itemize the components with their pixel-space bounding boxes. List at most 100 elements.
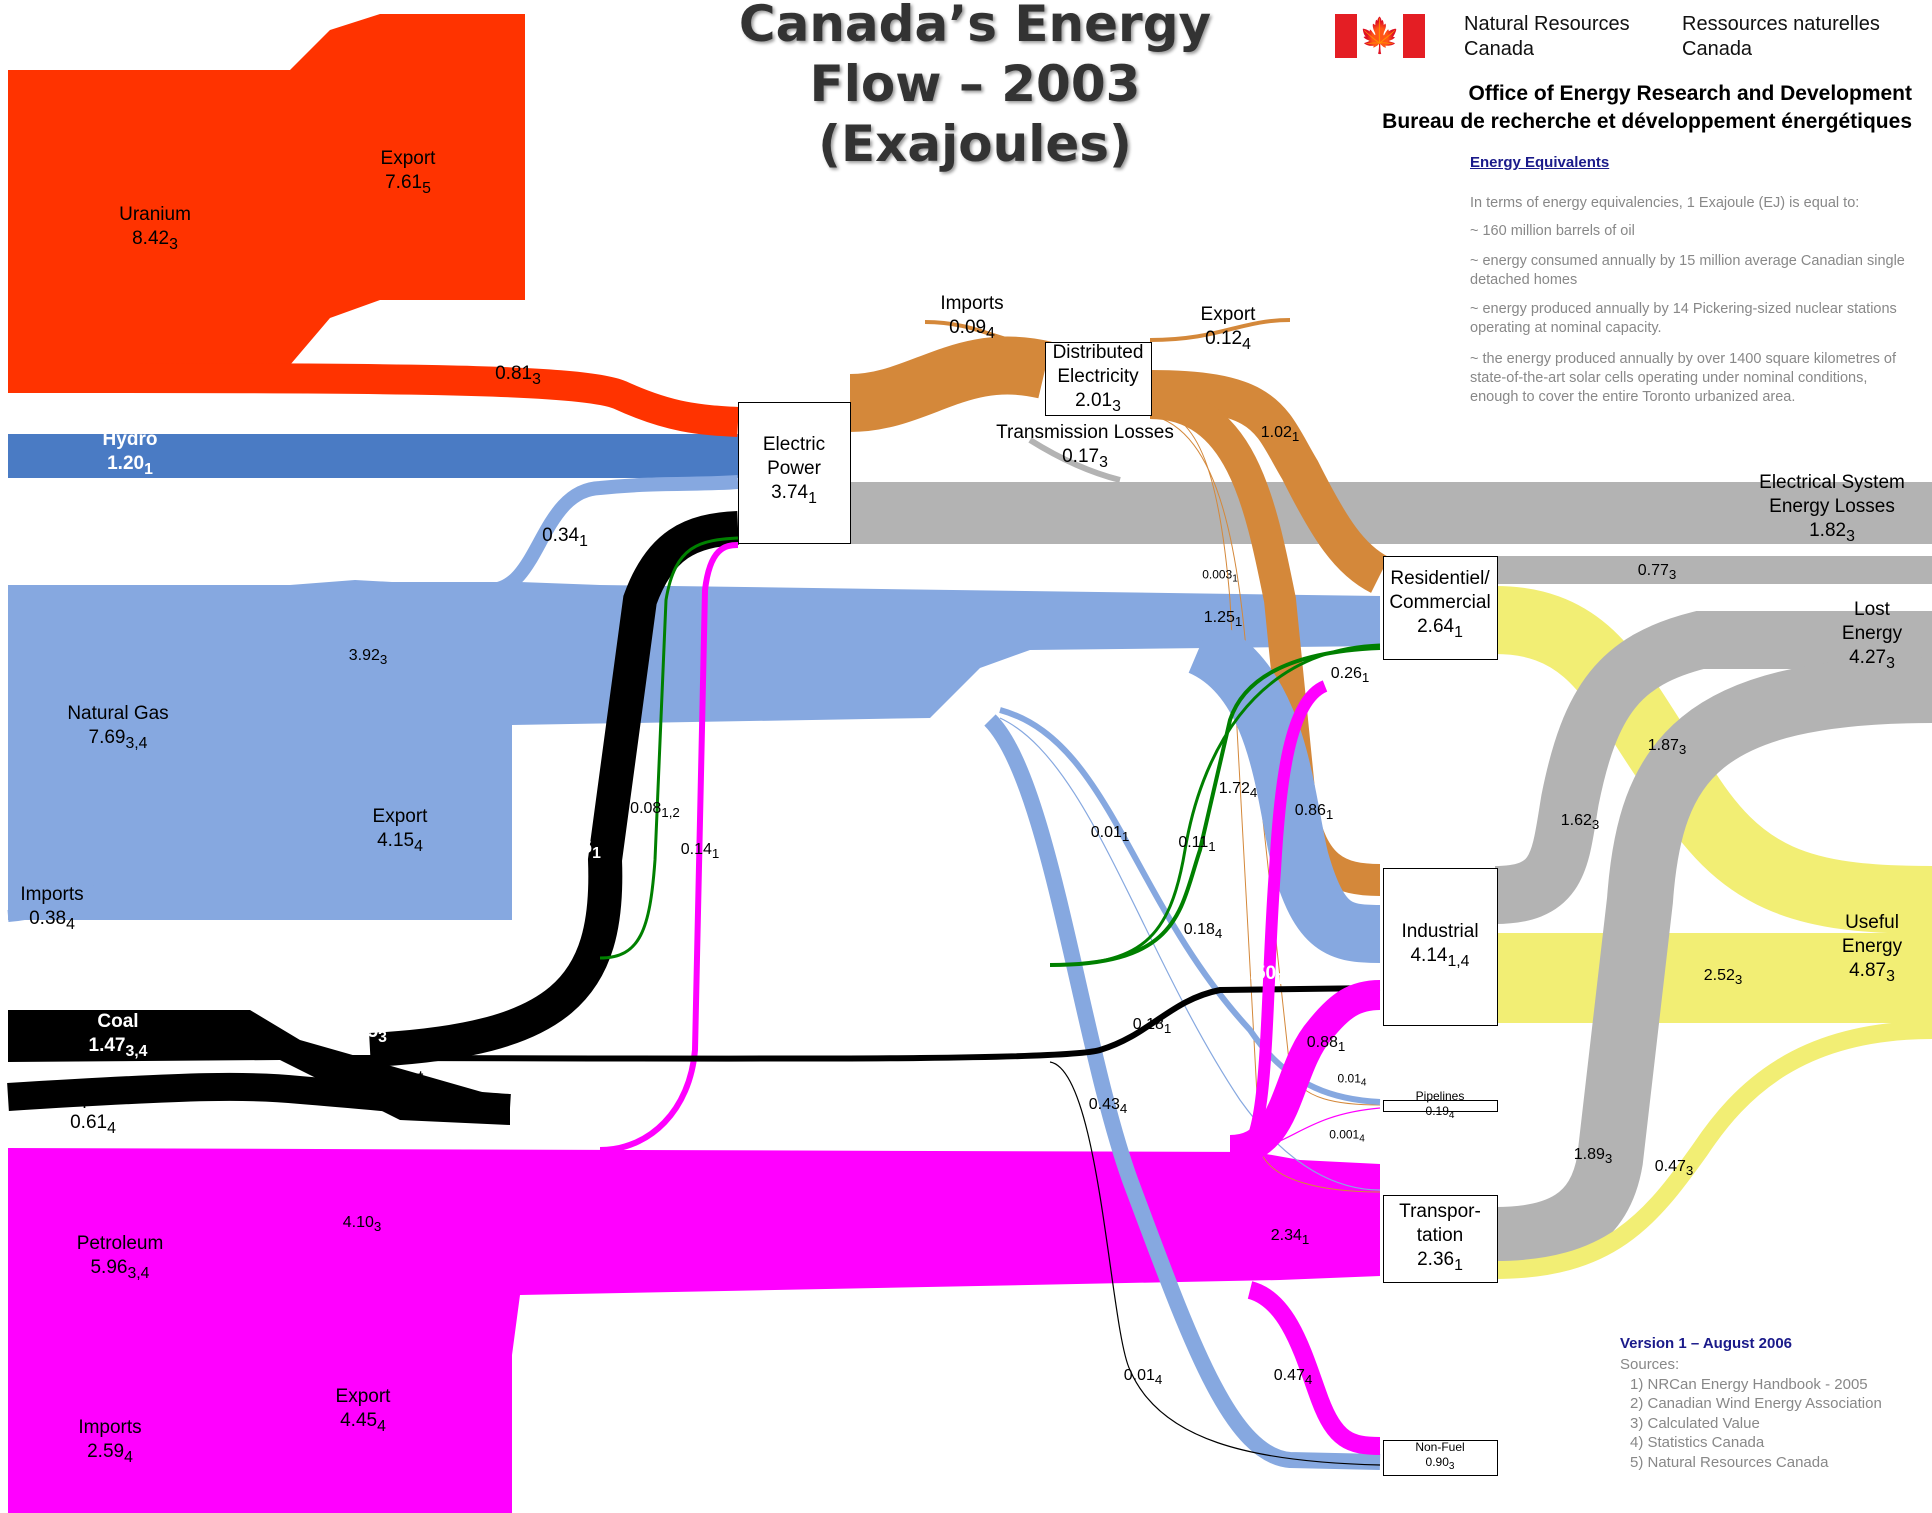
flow-label-gas-to-power: 0.341	[542, 525, 588, 550]
flow-label-ind-to-lost: 1.623	[1560, 811, 1600, 833]
flow-label-gas-to-res: 1.251	[1203, 608, 1243, 630]
diagram-title: Canada’s Energy Flow – 2003 (Exajoules)	[715, 0, 1235, 174]
equivalents-item: ~ energy consumed annually by 15 million…	[1470, 253, 1905, 288]
gas-to-power-flow	[489, 475, 739, 597]
flow-label-uranium-to-power: 0.813	[495, 363, 541, 388]
equivalents-item: ~ 160 million barrels of oil	[1470, 223, 1635, 239]
ind-to-lost-flow	[1493, 611, 1932, 924]
flow-label-coal-to-nonfuel: 0.014	[1123, 1366, 1163, 1388]
flow-label-ind-to-useful: 2.523	[1703, 966, 1743, 988]
coal-to-nonfuel-flow	[1049, 1061, 1381, 1466]
pipelines-node[interactable]	[1383, 1100, 1498, 1112]
petroleum-to-res-flow	[1238, 680, 1328, 1158]
petroleum-to-nonfuel-flow	[1247, 1281, 1381, 1455]
trans-to-lost-flow	[1494, 657, 1932, 1273]
title-line-1: Canada’s Energy	[738, 0, 1212, 53]
elec-to-trans-flow	[1149, 409, 1381, 1193]
elec-to-res-flow	[1149, 370, 1390, 593]
flow-label-bio-to-res: 0.111	[1178, 833, 1216, 855]
flow-label-res-to-lost: 0.773	[1637, 561, 1677, 583]
flow-label-pet-to-trans: 2.341	[1270, 1226, 1310, 1248]
biomass-label: Biomass & Other - 0.703	[86, 959, 304, 984]
coal-export-band	[7, 1072, 511, 1122]
flow-label-elec-to-ind: 0.861	[1294, 801, 1334, 823]
title-line-3: (Exajoules)	[818, 115, 1132, 173]
sources-list: Sources: 1) NRCan Energy Handbook - 2005…	[1620, 1356, 1882, 1471]
flow-label-pet-main: 4.103	[342, 1213, 382, 1235]
office-name-en: Office of Energy Research and Developmen…	[1468, 82, 1912, 105]
flow-label-coal-main: 1.353	[341, 1021, 387, 1046]
flow-label-elec-to-pipelines: 0.014	[1337, 1071, 1367, 1089]
flow-label-trans-to-lost: 1.893	[1573, 1145, 1613, 1167]
gas-imports-band	[7, 879, 122, 922]
canada-flag-icon: 🍁	[1335, 14, 1425, 58]
department-name-fr: Ressources naturelles Canada	[1682, 13, 1880, 60]
flow-label-res-to-useful: 1.873	[1647, 736, 1687, 758]
equivalents-heading[interactable]: Energy Equivalents	[1470, 154, 1610, 171]
residential-commercial-node[interactable]	[1383, 556, 1498, 660]
petroleum-to-pipelines-flow	[1239, 1107, 1381, 1151]
flow-label-elec-to-trans: 0.0031	[1202, 567, 1238, 585]
coal-to-power-flow	[369, 511, 740, 1067]
uranium-band	[8, 14, 525, 365]
version-note: Version 1 – August 2006	[1620, 1335, 1793, 1352]
equivalents-item: ~ the energy produced annually by over 1…	[1470, 351, 1897, 405]
transportation-node[interactable]	[1383, 1195, 1498, 1283]
flow-label-pet-to-pipelines: 0.0014	[1329, 1127, 1365, 1145]
flow-label-trans-to-useful: 0.473	[1654, 1157, 1694, 1179]
flow-label-coal-to-power: 1.161	[555, 837, 601, 862]
maple-leaf-icon: 🍁	[1358, 17, 1402, 55]
elec-export-flow	[1149, 318, 1291, 342]
elec-import-flow	[924, 320, 1046, 347]
flow-label-pet-to-res: 0.261	[1330, 664, 1370, 686]
biomass-to-ind-flow	[1049, 643, 1381, 967]
office-name-fr: Bureau de recherche et développement éne…	[1382, 110, 1912, 133]
industrial-node[interactable]	[1383, 868, 1498, 1026]
flow-label-gas-to-trans: 0.011	[1090, 823, 1130, 845]
flow-label-pet-to-power: 0.141	[680, 840, 720, 862]
non-fuel-node[interactable]	[1383, 1440, 1498, 1476]
electric-power-node[interactable]	[738, 402, 851, 544]
uranium-to-power-flow	[7, 363, 739, 437]
flow-label-gas-to-pipelines: 0.184	[1183, 920, 1223, 942]
trans-to-useful-flow	[1494, 1021, 1932, 1279]
equivalents-item: In terms of energy equivalencies, 1 Exaj…	[1470, 195, 1860, 211]
flow-label-pet-to-nonfuel: 0.474	[1273, 1366, 1313, 1388]
gas-band	[8, 580, 1380, 920]
flow-label-coal-to-ind: 0.181	[1132, 1015, 1172, 1037]
flow-label-gas-to-ind: 1.724	[1218, 779, 1258, 801]
coal-to-ind-flow	[299, 985, 1381, 1062]
flow-label-elec-to-res: 1.021	[1260, 423, 1300, 445]
electric-to-distributed-flow	[848, 336, 1052, 432]
department-name-en: Natural Resources Canada	[1464, 13, 1630, 60]
flow-label-pet-to-ind: 0.881	[1306, 1033, 1346, 1055]
distributed-electricity-node[interactable]	[1045, 342, 1152, 416]
flow-label-gas-to-nonfuel: 0.434	[1088, 1095, 1128, 1117]
title-line-2: Flow – 2003	[809, 55, 1141, 113]
petroleum-to-ind-flow	[1228, 980, 1381, 1165]
petroleum-band	[8, 1148, 1380, 1513]
flow-label-gas-main: 3.923	[348, 646, 388, 668]
flow-label-bio-to-ind: 0.501	[1239, 963, 1285, 988]
